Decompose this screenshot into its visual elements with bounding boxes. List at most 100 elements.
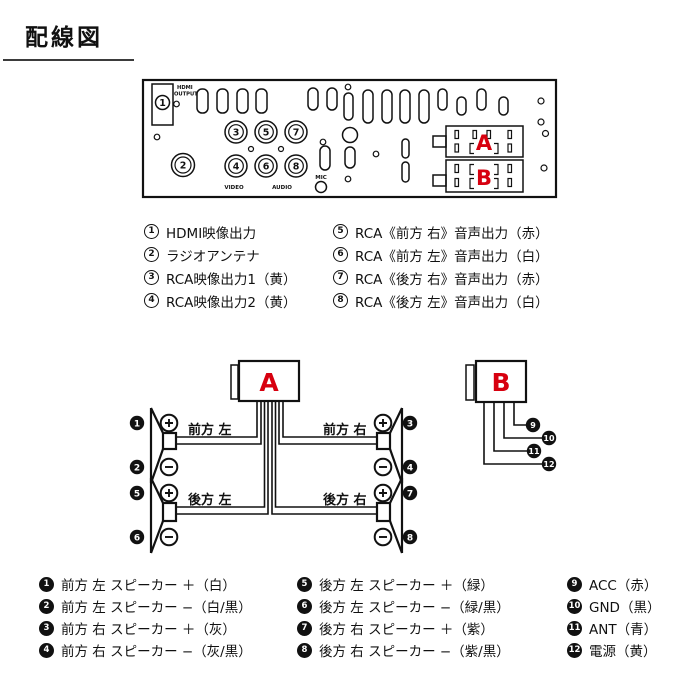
legend-text: 前方 右 スピーカー ＋（灰） [61,622,236,638]
wire-legend-col2: 5 後方 左 スピーカー ＋（緑） 6 後方 左 スピーカー −（緑/黒） 7 … [297,573,510,661]
filled-number: 9 [567,576,582,592]
legend-text: ラジオアンテナ [166,248,260,265]
mic-label: MIC [315,175,327,181]
filled-number: 5 [297,576,312,592]
legend-text: RCA《後方 右》音声出力（赤） [355,271,549,288]
list-item: 3 RCA映像出力1（黄） [144,266,296,289]
wire-badge-4: 4 [407,463,413,473]
list-item: 4 前方 右 スピーカー −（灰/黒） [39,639,252,661]
wiring-b-letter: B [491,368,510,397]
filled-number: 12 [567,642,582,658]
list-item: 7 後方 右 スピーカー ＋（紫） [297,617,510,639]
rear-left-speaker: 5 6 後方 左 [129,477,232,554]
legend-text: ANT（青） [589,622,658,638]
antenna-jack: 2 [170,152,196,178]
rear-panel-diagram: 1 HDMI OUTPUT [141,78,558,199]
wiring-connector-b: B [465,359,528,404]
rear-right-label: 後方 右 [323,492,367,508]
front-right-label: 前方 右 [323,422,367,438]
panel-connector-a: A [432,125,524,158]
front-right-speaker: 3 4 前方 右 [323,407,418,484]
wire-legend-col3: 9 ACC（赤） 10 GND（黒） 11 ANT（青） 12 電源（黄） [567,573,660,661]
filled-number: 10 [567,598,582,614]
circled-number: 6 [333,247,348,262]
front-left-label: 前方 左 [188,422,232,438]
wire-badge-11: 11 [528,447,540,456]
list-item: 2 ラジオアンテナ [144,243,296,266]
wire-badge-10: 10 [543,434,555,443]
front-left-speaker: 1 2 前方 左 [129,407,232,484]
legend-text: GND（黒） [589,600,661,616]
list-item: 8 後方 右 スピーカー −（紫/黒） [297,639,510,661]
circled-number: 7 [333,270,348,285]
list-item: 3 前方 右 スピーカー ＋（灰） [39,617,252,639]
legend-text: RCA《前方 左》音声出力（白） [355,248,549,265]
hdmi-connector: 1 HDMI OUTPUT [151,83,198,126]
port-number-1: 1 [159,98,166,109]
legend-text: 後方 左 スピーカー −（緑/黒） [319,600,510,616]
output-legend-col2: 5 RCA《前方 右》音声出力（赤） 6 RCA《前方 左》音声出力（白） 7 … [333,220,549,312]
list-item: 4 RCA映像出力2（黄） [144,289,296,312]
list-item: 10 GND（黒） [567,595,660,617]
svg-text:7: 7 [293,128,300,139]
wire-badge-7: 7 [407,489,413,499]
legend-text: ACC（赤） [589,578,658,594]
panel-connector-b: B [432,159,524,193]
wire-badge-5: 5 [134,489,140,499]
connector-b-letter: B [476,166,492,190]
wire-badge-1: 1 [134,419,140,429]
list-item: 7 RCA《後方 右》音声出力（赤） [333,266,549,289]
power-wire-paths [483,402,542,465]
circled-number: 8 [333,293,348,308]
wire-badge-6: 6 [134,533,140,543]
power-wires: 9 10 11 12 [483,402,557,472]
svg-text:6: 6 [263,162,270,173]
page-title: 配線図 [3,16,134,61]
svg-text:5: 5 [263,128,270,139]
list-item: 1 HDMI映像出力 [144,220,296,243]
legend-text: RCA映像出力2（黄） [166,294,297,311]
wire-badge-12: 12 [543,460,554,469]
rca-jack-3: 3 [224,120,248,144]
mic-jack: MIC [314,175,328,194]
circled-number: 4 [144,293,159,308]
panel-outline [141,78,558,199]
rca-jack-4: 4 [224,154,248,178]
svg-text:8: 8 [293,162,300,173]
hdmi-label-line2: OUTPUT [174,92,198,98]
list-item: 12 電源（黄） [567,639,660,661]
legend-text: 前方 左 スピーカー ＋（白） [61,578,236,594]
rear-right-speaker: 7 8 後方 右 [323,477,418,554]
legend-text: 後方 左 スピーカー ＋（緑） [319,578,494,594]
circled-number: 3 [144,270,159,285]
list-item: 2 前方 左 スピーカー −（白/黒） [39,595,252,617]
legend-text: 電源（黄） [589,644,657,660]
legend-text: 前方 左 スピーカー −（白/黒） [61,600,252,616]
svg-text:3: 3 [233,128,240,139]
hdmi-label-line1: HDMI [177,85,193,91]
wire-legend-col1: 1 前方 左 スピーカー ＋（白） 2 前方 左 スピーカー −（白/黒） 3 … [39,573,252,661]
screw-holes [153,83,550,183]
legend-text: 後方 右 スピーカー −（紫/黒） [319,644,510,660]
output-legend-col1: 1 HDMI映像出力 2 ラジオアンテナ 3 RCA映像出力1（黄） 4 RCA… [144,220,296,312]
video-label: VIDEO [224,185,244,191]
rca-jack-8: 8 [284,154,308,178]
connector-a-pins [454,129,513,155]
rca-jacks: 3 5 7 4 6 8 [224,120,308,178]
speaker-wires [176,401,377,515]
list-item: 6 後方 左 スピーカー −（緑/黒） [297,595,510,617]
wire-badge-2: 2 [134,463,140,473]
rca-jack-5: 5 [254,120,278,144]
list-item: 5 後方 左 スピーカー ＋（緑） [297,573,510,595]
audio-label: AUDIO [272,185,292,191]
circled-number: 1 [144,224,159,239]
list-item: 5 RCA《前方 右》音声出力（赤） [333,220,549,243]
wire-badge-3: 3 [407,419,413,429]
filled-number: 3 [39,620,54,636]
wire-badge-9: 9 [530,421,536,430]
legend-text: RCA映像出力1（黄） [166,271,297,288]
filled-number: 7 [297,620,312,636]
legend-text: RCA《前方 右》音声出力（赤） [355,225,549,242]
list-item: 1 前方 左 スピーカー ＋（白） [39,573,252,595]
